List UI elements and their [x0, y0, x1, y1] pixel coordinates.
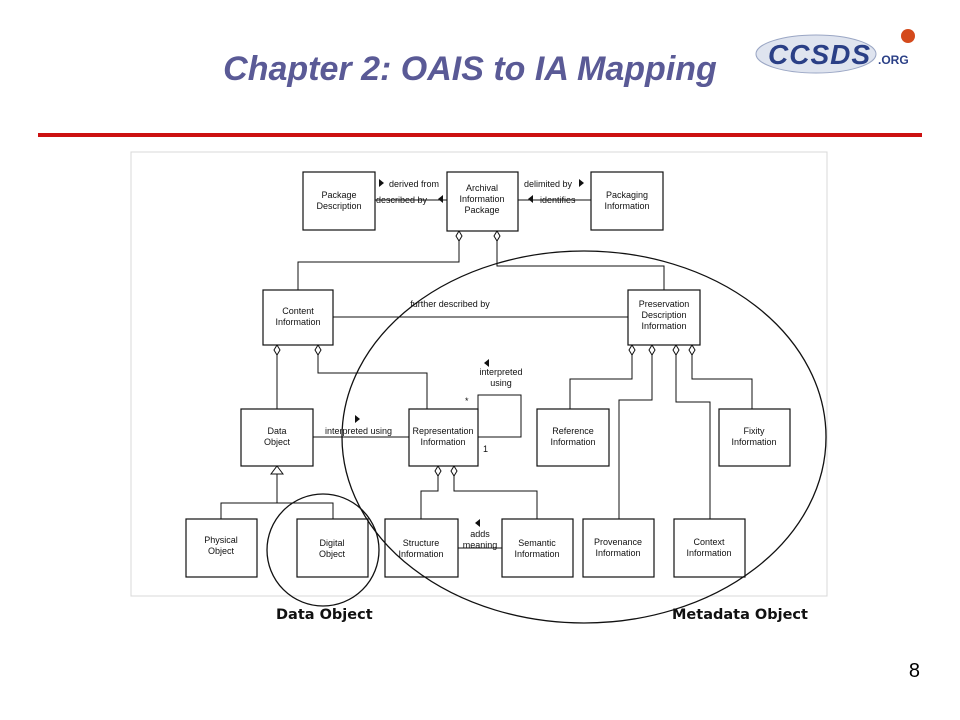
svg-text:Fixity: Fixity — [744, 426, 765, 436]
box-provenance-information: Provenance Information — [582, 518, 655, 578]
box-reference-information: Reference Information — [536, 408, 610, 467]
metadata-object-ellipse — [341, 250, 827, 624]
svg-text:Provenance: Provenance — [594, 537, 642, 547]
label-delimited-by: delimited by — [524, 179, 573, 189]
label-interpreted-using: interpreted using — [325, 426, 392, 436]
svg-text:Package: Package — [464, 205, 499, 215]
box-fixity-information: Fixity Information — [718, 408, 791, 467]
svg-text:Archival: Archival — [466, 183, 498, 193]
box-packaging-information: Packaging Information — [590, 171, 664, 231]
svg-text:Preservation: Preservation — [639, 299, 690, 309]
svg-text:Information: Information — [550, 437, 595, 447]
box-preservation-description-information: Preservation Description Information — [627, 289, 701, 346]
logo-dot — [901, 29, 915, 43]
svg-text:Representation: Representation — [412, 426, 473, 436]
direction-arrows — [355, 179, 584, 527]
box-structure-information: Structure Information — [384, 518, 459, 578]
svg-text:Digital: Digital — [319, 538, 344, 548]
svg-text:Information: Information — [275, 317, 320, 327]
caption-data-object: Data Object — [276, 607, 373, 623]
label-adds-meaning-2: meaning — [463, 540, 498, 550]
svg-text:Package: Package — [321, 190, 356, 200]
box-package-description: Package Description — [302, 171, 376, 231]
logo-text: CCSDS — [768, 39, 871, 70]
diagram-frame — [130, 151, 828, 597]
logo-swoosh — [755, 34, 877, 74]
svg-text:Context: Context — [693, 537, 725, 547]
ccsds-logo: CCSDS .ORG — [755, 29, 915, 74]
svg-text:Information: Information — [641, 321, 686, 331]
svg-text:Reference: Reference — [552, 426, 594, 436]
generalization-triangle — [270, 465, 284, 475]
box-physical-object: Physical Object — [185, 518, 258, 578]
box-semantic-information: Semantic Information — [501, 518, 574, 578]
svg-text:Physical: Physical — [204, 535, 238, 545]
label-adds-meaning-1: adds — [470, 529, 490, 539]
svg-text:Information: Information — [420, 437, 465, 447]
label-interpreted-using-self-1: interpreted — [479, 367, 522, 377]
box-digital-object: Digital Object — [296, 518, 369, 578]
svg-text:Packaging: Packaging — [606, 190, 648, 200]
label-further-described-by: further described by — [410, 299, 490, 309]
svg-text:Description: Description — [316, 201, 361, 211]
data-object-circle — [266, 493, 380, 607]
box-content-information: Content Information — [262, 289, 334, 346]
label-multiplicity-one: 1 — [483, 444, 488, 454]
svg-text:Information: Information — [459, 194, 504, 204]
box-data-object: Data Object — [240, 408, 314, 467]
label-identifies: identifies — [540, 195, 576, 205]
svg-text:Information: Information — [398, 549, 443, 559]
box-archival-information-package: Archival Information Package — [446, 171, 519, 232]
svg-text:Semantic: Semantic — [518, 538, 556, 548]
label-multiplicity-star: * — [465, 396, 469, 406]
label-described-by: described by — [376, 195, 428, 205]
svg-text:Information: Information — [595, 548, 640, 558]
svg-text:Object: Object — [208, 546, 235, 556]
aggregation-diamonds — [273, 230, 696, 477]
label-interpreted-using-self-2: using — [490, 378, 512, 388]
box-context-information: Context Information — [673, 518, 746, 578]
svg-text:Information: Information — [686, 548, 731, 558]
slide-title: Chapter 2: OAIS to IA Mapping — [223, 50, 717, 88]
svg-text:Information: Information — [514, 549, 559, 559]
page-number: 8 — [908, 660, 920, 682]
svg-text:Data: Data — [267, 426, 286, 436]
svg-text:Information: Information — [731, 437, 776, 447]
title-divider — [38, 133, 922, 137]
caption-metadata-object: Metadata Object — [672, 607, 808, 623]
logo-suffix: .ORG — [878, 53, 909, 67]
box-representation-information: Representation Information — [408, 408, 479, 467]
svg-text:Object: Object — [319, 549, 346, 559]
svg-text:Description: Description — [641, 310, 686, 320]
svg-text:Object: Object — [264, 437, 291, 447]
svg-text:Structure: Structure — [403, 538, 440, 548]
svg-text:Content: Content — [282, 306, 314, 316]
label-derived-from: derived from — [389, 179, 439, 189]
svg-text:Information: Information — [604, 201, 649, 211]
connectors — [220, 199, 753, 549]
